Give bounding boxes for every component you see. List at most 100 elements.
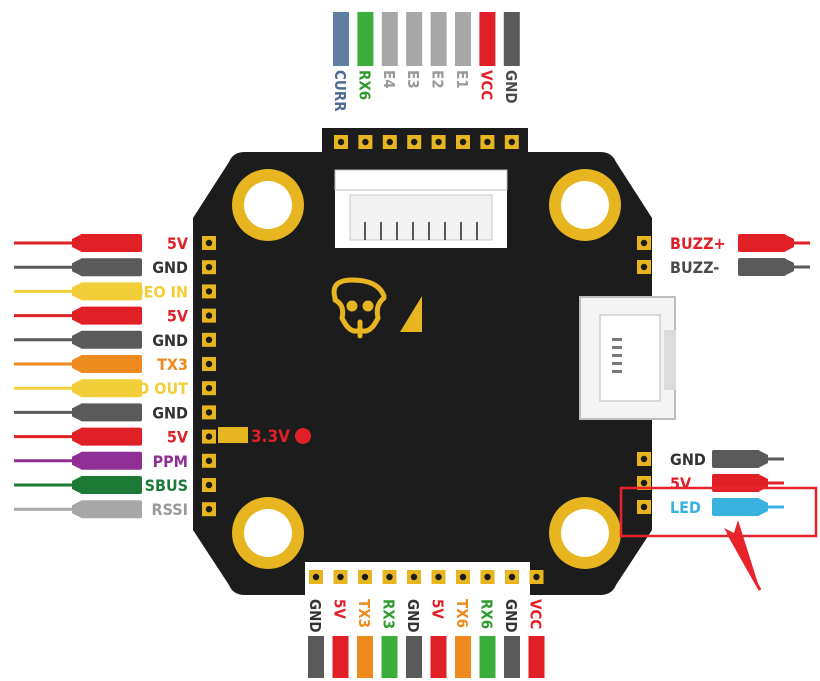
left-pin-video-in: VIDEO IN (14, 282, 216, 301)
connector (80, 355, 142, 373)
bottom-pin-label: GND (404, 599, 422, 633)
left-pin-label: RSSI (152, 500, 188, 519)
wire (357, 12, 374, 66)
bottom-pin-tx3: TX3 (355, 570, 373, 678)
connector (738, 234, 786, 252)
left-pin-label: VIDEO OUT (99, 379, 188, 398)
right-pin-5v: 5V (637, 474, 784, 493)
connector (80, 476, 142, 494)
wire (332, 636, 349, 678)
left-pin-gnd: GND (14, 403, 216, 422)
wire (381, 12, 398, 66)
jst-connector (334, 169, 508, 248)
bottom-pin-gnd: GND (502, 570, 520, 678)
bottom-pin-5v: 5V (331, 570, 349, 678)
left-pin-label: VIDEO IN (115, 282, 188, 301)
connector (80, 282, 142, 301)
right-pin-buzz: BUZZ+ (637, 234, 810, 253)
bottom-pin-rx6: RX6 (478, 570, 496, 678)
left-pin-label: 5V (167, 234, 189, 253)
top-pin-label: RX6 (355, 70, 373, 100)
bottom-pin-label: TX3 (355, 599, 373, 628)
top-pin-label: E2 (429, 70, 447, 89)
left-pin-label: TX3 (157, 355, 188, 374)
left-pin-tx3: TX3 (14, 355, 216, 374)
wire (357, 636, 373, 678)
bottom-pin-label: 5V (331, 599, 349, 619)
right-pin-gnd: GND (637, 450, 784, 469)
top-pin-label: E1 (453, 70, 471, 89)
right-pin-buzz: BUZZ- (637, 258, 810, 277)
top-pin-e2: E2 (429, 12, 447, 149)
connector (80, 500, 142, 519)
left-pin-label: PPM (153, 452, 188, 471)
snake-logo (331, 277, 387, 339)
right-pin-label: GND (670, 450, 706, 469)
wire (503, 12, 520, 66)
right-top-pin-header: BUZZ+ BUZZ- (637, 234, 810, 277)
wire (430, 636, 447, 678)
bottom-pin-rx3: RX3 (380, 570, 398, 678)
right-pin-label: 5V (670, 474, 692, 493)
wire (504, 636, 520, 678)
left-pin-gnd: GND (14, 258, 216, 277)
top-pin-label: VCC (477, 70, 495, 100)
left-pin-ppm: PPM (14, 451, 216, 471)
connector (712, 450, 760, 468)
top-pin-curr: CURR (331, 12, 349, 149)
top-pin-gnd: GND (502, 12, 520, 149)
wire (455, 12, 471, 66)
bottom-pin-header: GND 5V TX3 RX3 GND 5V TX6 RX6 GND VCC (306, 570, 545, 678)
connector (80, 451, 142, 470)
connector (80, 379, 142, 398)
connector (80, 258, 142, 277)
left-pin-gnd: GND (14, 330, 216, 350)
mounting-holes (232, 169, 621, 569)
bottom-pin-gnd: GND (404, 570, 422, 678)
wire (381, 636, 398, 678)
connector (80, 403, 142, 422)
connector (738, 258, 786, 276)
pad-3v3-label: 3.3V (251, 427, 290, 447)
connector (712, 474, 760, 492)
right-bottom-pin-header: GND 5V LED (637, 450, 784, 517)
bottom-pin-label: RX3 (380, 599, 398, 629)
left-pin-5v: 5V (14, 306, 216, 326)
led-highlight-box (619, 486, 818, 538)
bottom-pin-gnd: GND (306, 570, 324, 678)
bottom-pin-label: GND (306, 599, 324, 633)
left-pin-label: GND (152, 331, 188, 350)
bottom-pin-label: TX6 (453, 599, 471, 628)
right-pin-label: LED (670, 498, 701, 517)
pad-3v3: 3.3V (218, 427, 311, 447)
top-pin-label: E3 (404, 70, 422, 89)
top-pin-header: CURR RX6 E4 E3 E2 E1 VCC GND (331, 12, 520, 149)
left-pin-sbus: SBUS (14, 476, 216, 495)
connector (80, 234, 142, 252)
wire (333, 12, 349, 66)
left-pin-rssi: RSSI (14, 500, 216, 519)
top-pin-label: GND (502, 70, 520, 104)
wire (406, 12, 423, 66)
top-pin-label: E4 (380, 70, 398, 89)
bottom-pin-tx6: TX6 (453, 570, 471, 678)
wire (430, 12, 447, 66)
bottom-pin-label: GND (502, 599, 520, 633)
triangle-logo (400, 296, 422, 332)
left-pin-label: SBUS (145, 476, 188, 495)
left-pin-video-out: VIDEO OUT (14, 379, 216, 398)
top-pin-e4: E4 (380, 12, 398, 149)
wire (479, 636, 496, 678)
bottom-pin-label: RX6 (478, 599, 496, 629)
wire (528, 636, 545, 678)
connector (80, 306, 142, 325)
left-pin-label: 5V (167, 307, 189, 326)
top-pin-rx6: RX6 (355, 12, 374, 149)
bottom-pin-5v: 5V (429, 570, 447, 678)
top-pin-e3: E3 (404, 12, 423, 149)
right-pin-label: BUZZ+ (670, 234, 726, 253)
connector (80, 330, 142, 349)
bottom-pin-vcc: VCC (527, 570, 545, 678)
